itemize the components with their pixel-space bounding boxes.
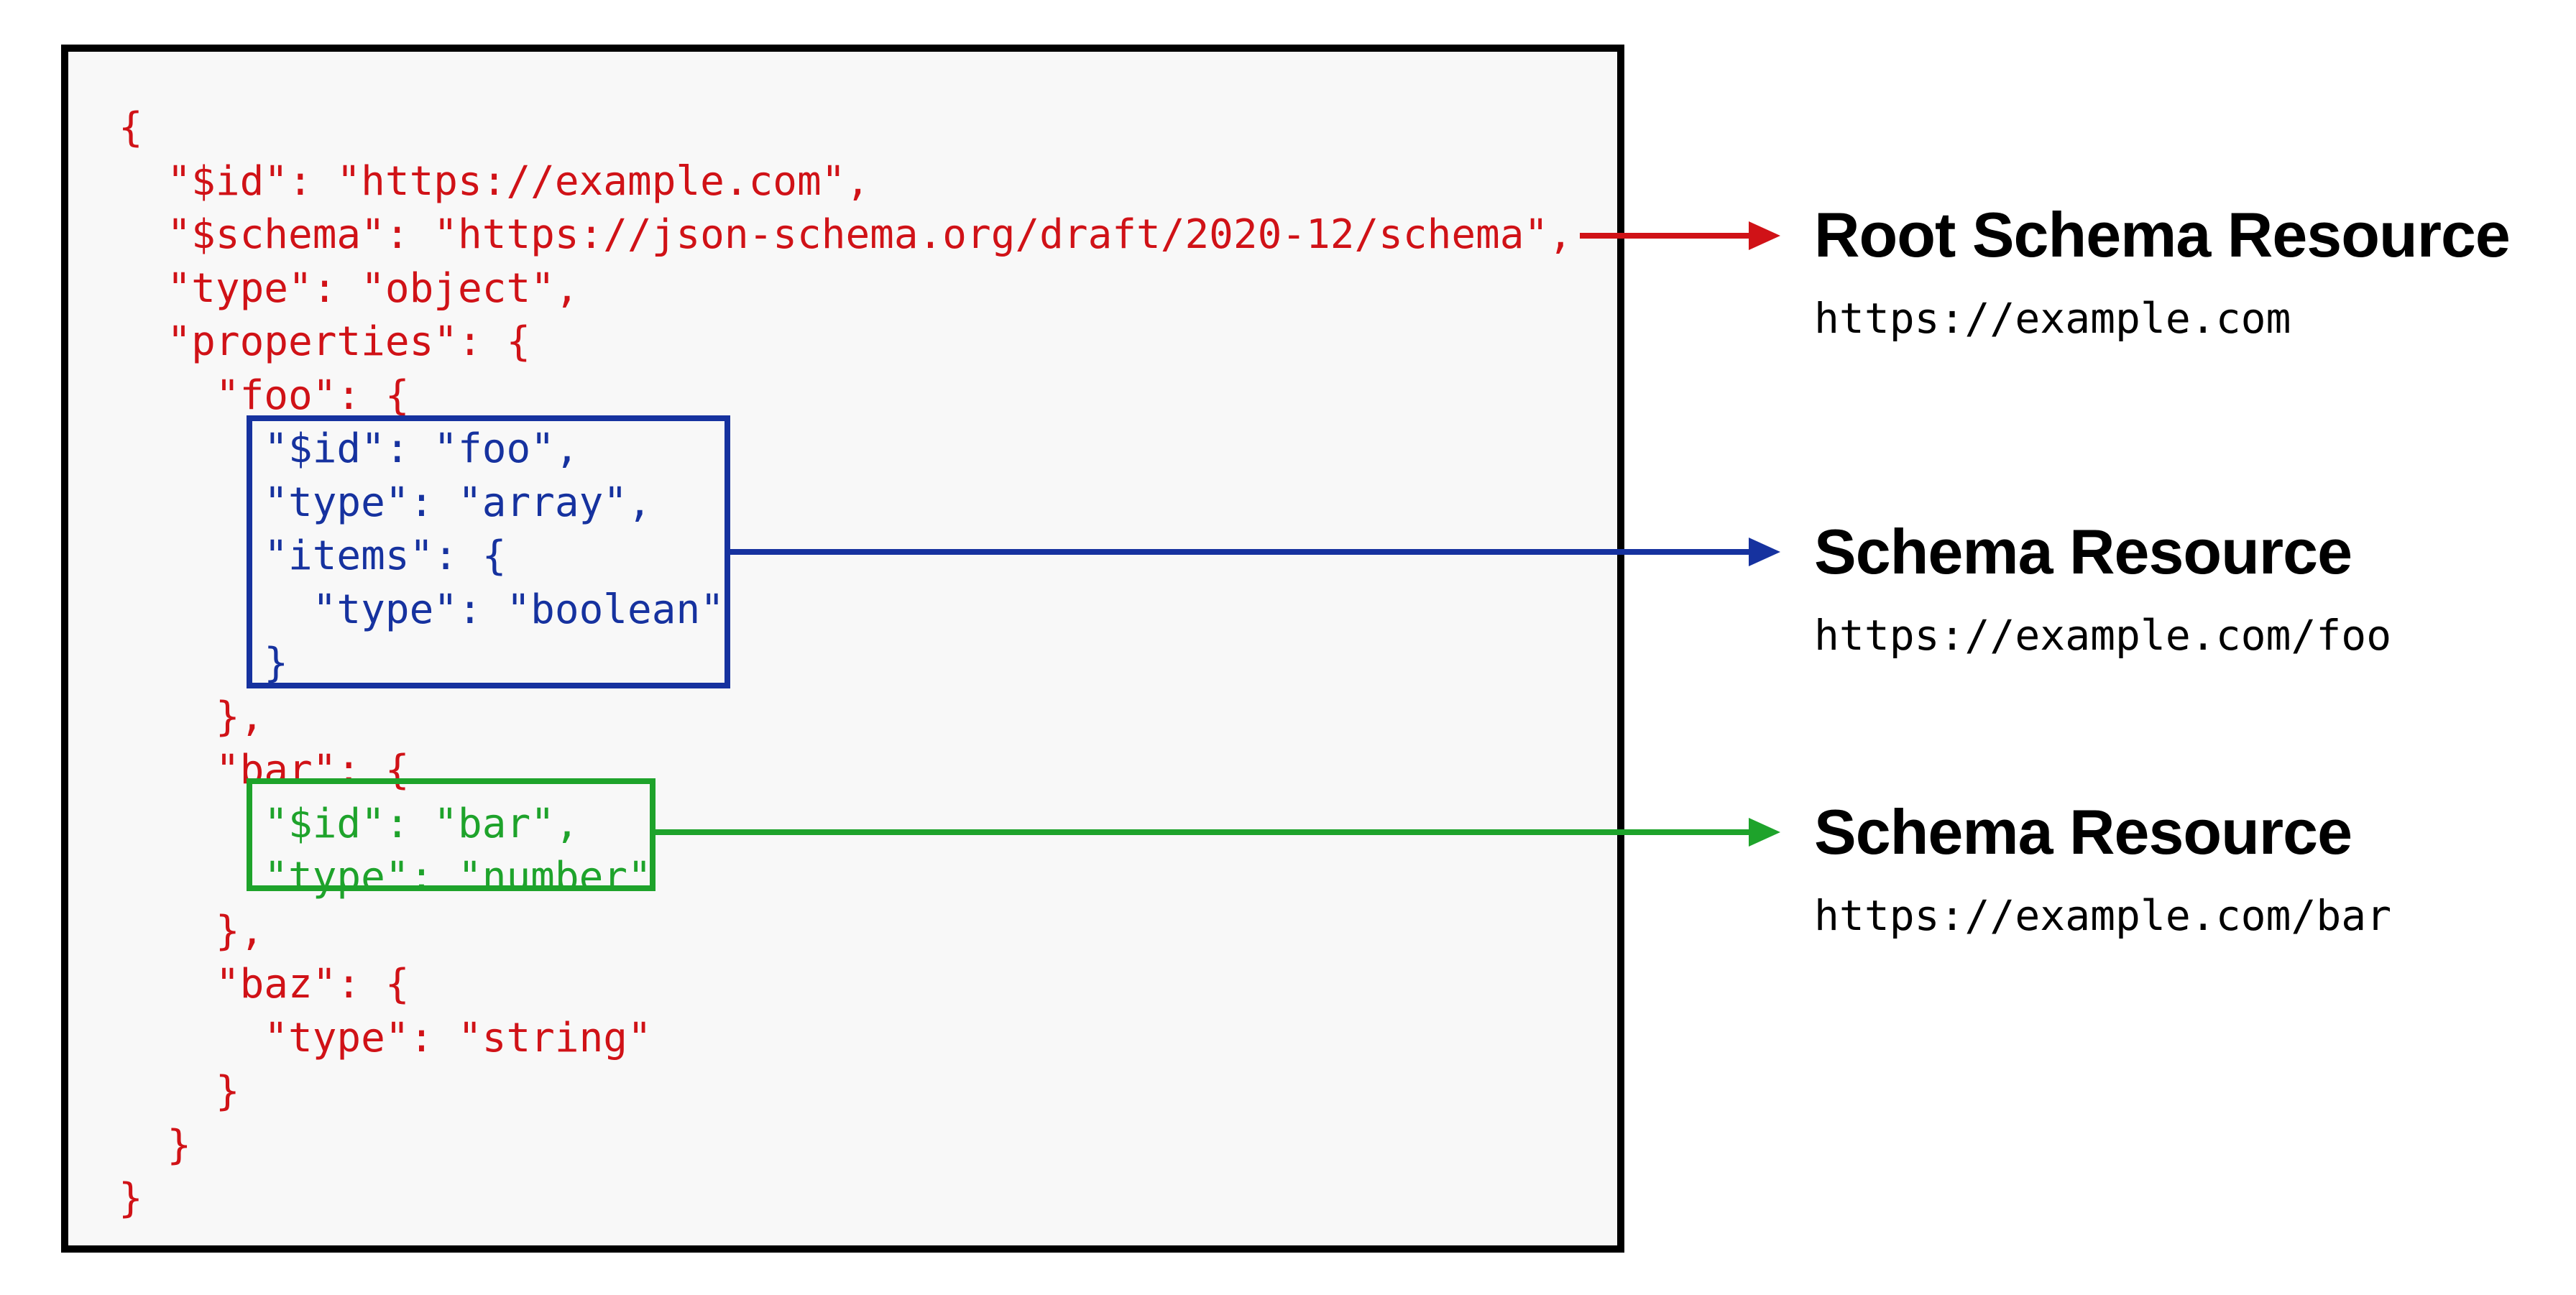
code-line: "baz": { bbox=[119, 961, 410, 1008]
foo-schema-resource-url: https://example.com/foo bbox=[1814, 611, 2392, 660]
code-line: "$id": "foo", bbox=[119, 425, 579, 472]
arrow-head-icon bbox=[1749, 818, 1780, 847]
code-line: } bbox=[119, 1068, 240, 1115]
arrow-shaft bbox=[1580, 233, 1752, 239]
code-line: "$id": "https://example.com", bbox=[119, 157, 870, 205]
arrow-head-icon bbox=[1749, 538, 1780, 566]
code-line: "type": "object", bbox=[119, 264, 579, 312]
arrow-head-icon bbox=[1749, 221, 1780, 250]
bar-schema-highlight-box bbox=[247, 778, 656, 891]
code-line: { bbox=[119, 104, 143, 151]
code-line: }, bbox=[119, 907, 264, 954]
bar-schema-resource-url: https://example.com/bar bbox=[1814, 891, 2392, 940]
arrow-shaft bbox=[653, 829, 1752, 835]
foo-schema-resource-title: Schema Resource bbox=[1814, 516, 2352, 587]
code-line: "items": { bbox=[119, 533, 507, 579]
code-line: } bbox=[119, 1121, 192, 1169]
code-line: } bbox=[119, 640, 289, 686]
code-line: "type": "array", bbox=[119, 479, 652, 526]
code-line: }, bbox=[119, 693, 264, 740]
schema-code-listing: { "$id": "https://example.com", "$schema… bbox=[119, 101, 1573, 1226]
code-line: "type": "number" bbox=[119, 854, 652, 900]
code-line: "$id": "bar", bbox=[119, 800, 579, 847]
code-line: "properties": { bbox=[119, 318, 531, 365]
root-schema-resource-url: https://example.com bbox=[1814, 294, 2291, 343]
code-line: "foo": { bbox=[119, 372, 410, 419]
code-line: } bbox=[119, 1175, 143, 1222]
code-line: "type": "boolean" bbox=[119, 586, 724, 633]
code-line: "$schema": "https://json-schema.org/draf… bbox=[119, 211, 1573, 258]
code-line: "bar": { bbox=[119, 747, 410, 793]
arrow-shaft bbox=[727, 549, 1752, 555]
root-schema-resource-title: Root Schema Resource bbox=[1814, 199, 2511, 270]
foo-schema-highlight-box bbox=[247, 415, 730, 688]
bar-schema-resource-title: Schema Resource bbox=[1814, 796, 2352, 867]
code-line: "type": "string" bbox=[119, 1014, 652, 1061]
code-panel bbox=[61, 45, 1624, 1253]
